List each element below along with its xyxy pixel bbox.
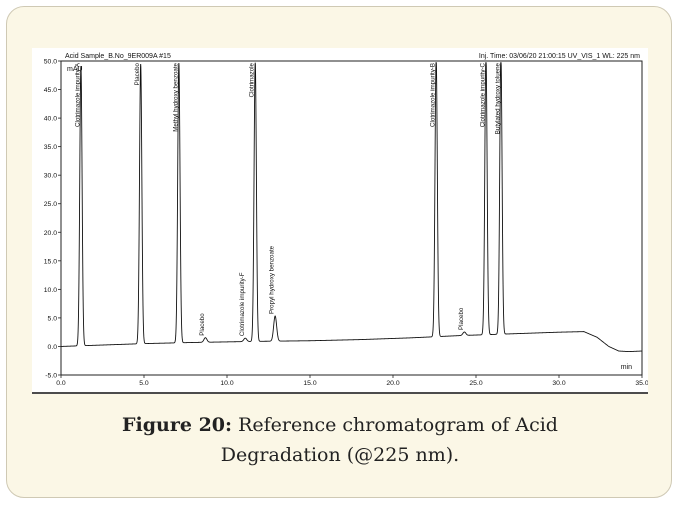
chart-header-right: Inj. Time: 03/06/20 21:00:15 UV_VIS_1 WL… [479,53,640,60]
x-tick-label: 25.0 [469,380,482,387]
figure-caption-line2: Degradation (@225 nm). [220,444,460,466]
y-tick-label: 50.0 [44,59,57,66]
y-tick-label: 15.0 [44,258,57,265]
y-tick-label: 10.0 [44,287,57,294]
y-axis-unit-label: mAU [67,66,83,73]
plot-frame [60,60,643,376]
y-tick-label: 30.0 [44,173,57,180]
y-tick-label: 0.0 [48,344,58,351]
peak-label: Placebo [199,313,206,336]
peak-label: Clotrimazole [249,62,256,97]
x-tick-label: 5.0 [139,380,149,387]
chromatogram-svg: Acid Sample_B.No_9ER009A #15 Inj. Time: 0… [32,53,648,394]
figure-caption: Figure 20: Reference chromatogram of Aci… [0,410,680,470]
y-tick-label: -5.0 [45,373,57,380]
peak-label: Placebo [458,307,465,330]
peak-label: Clotrimazole impurity-C [480,62,487,127]
peak-label: Placebo [134,62,141,85]
y-tick-label: 40.0 [44,116,57,123]
peak-label: Butylated hydroxy toluene [494,62,501,134]
x-tick-label: 30.0 [552,380,565,387]
peak-label: Propyl hydroxy benzoate [269,245,276,314]
y-tick-label: 20.0 [44,230,57,237]
figure-label: Figure 20: [122,414,233,436]
y-tick-label: 45.0 [44,87,57,94]
figure-caption-line1: Reference chromatogram of Acid [238,414,558,436]
y-tick-label: 25.0 [44,201,57,208]
y-tick-label: 5.0 [48,315,58,322]
peak-label: Clotrimazole impurity-A [74,62,81,127]
x-tick-label: 10.0 [220,380,233,387]
x-tick-label: 15.0 [303,380,316,387]
chart-header-left: Acid Sample_B.No_9ER009A #15 [65,53,171,60]
chromatogram-chart: Acid Sample_B.No_9ER009A #15 Inj. Time: 0… [32,48,648,394]
y-tick-label: 35.0 [44,144,57,151]
x-axis-unit-label: min [621,364,632,371]
peak-label: Clotrimazole impurity-B [430,63,437,127]
chromatogram-trace [61,62,643,353]
x-tick-label: 35.0 [635,380,648,387]
peak-label: Clotrimazole impurity-F [239,272,246,336]
x-tick-label: 0.0 [56,380,66,387]
peak-label: Methyl hydroxy benzoate [172,62,179,131]
x-tick-label: 20.0 [386,380,399,387]
